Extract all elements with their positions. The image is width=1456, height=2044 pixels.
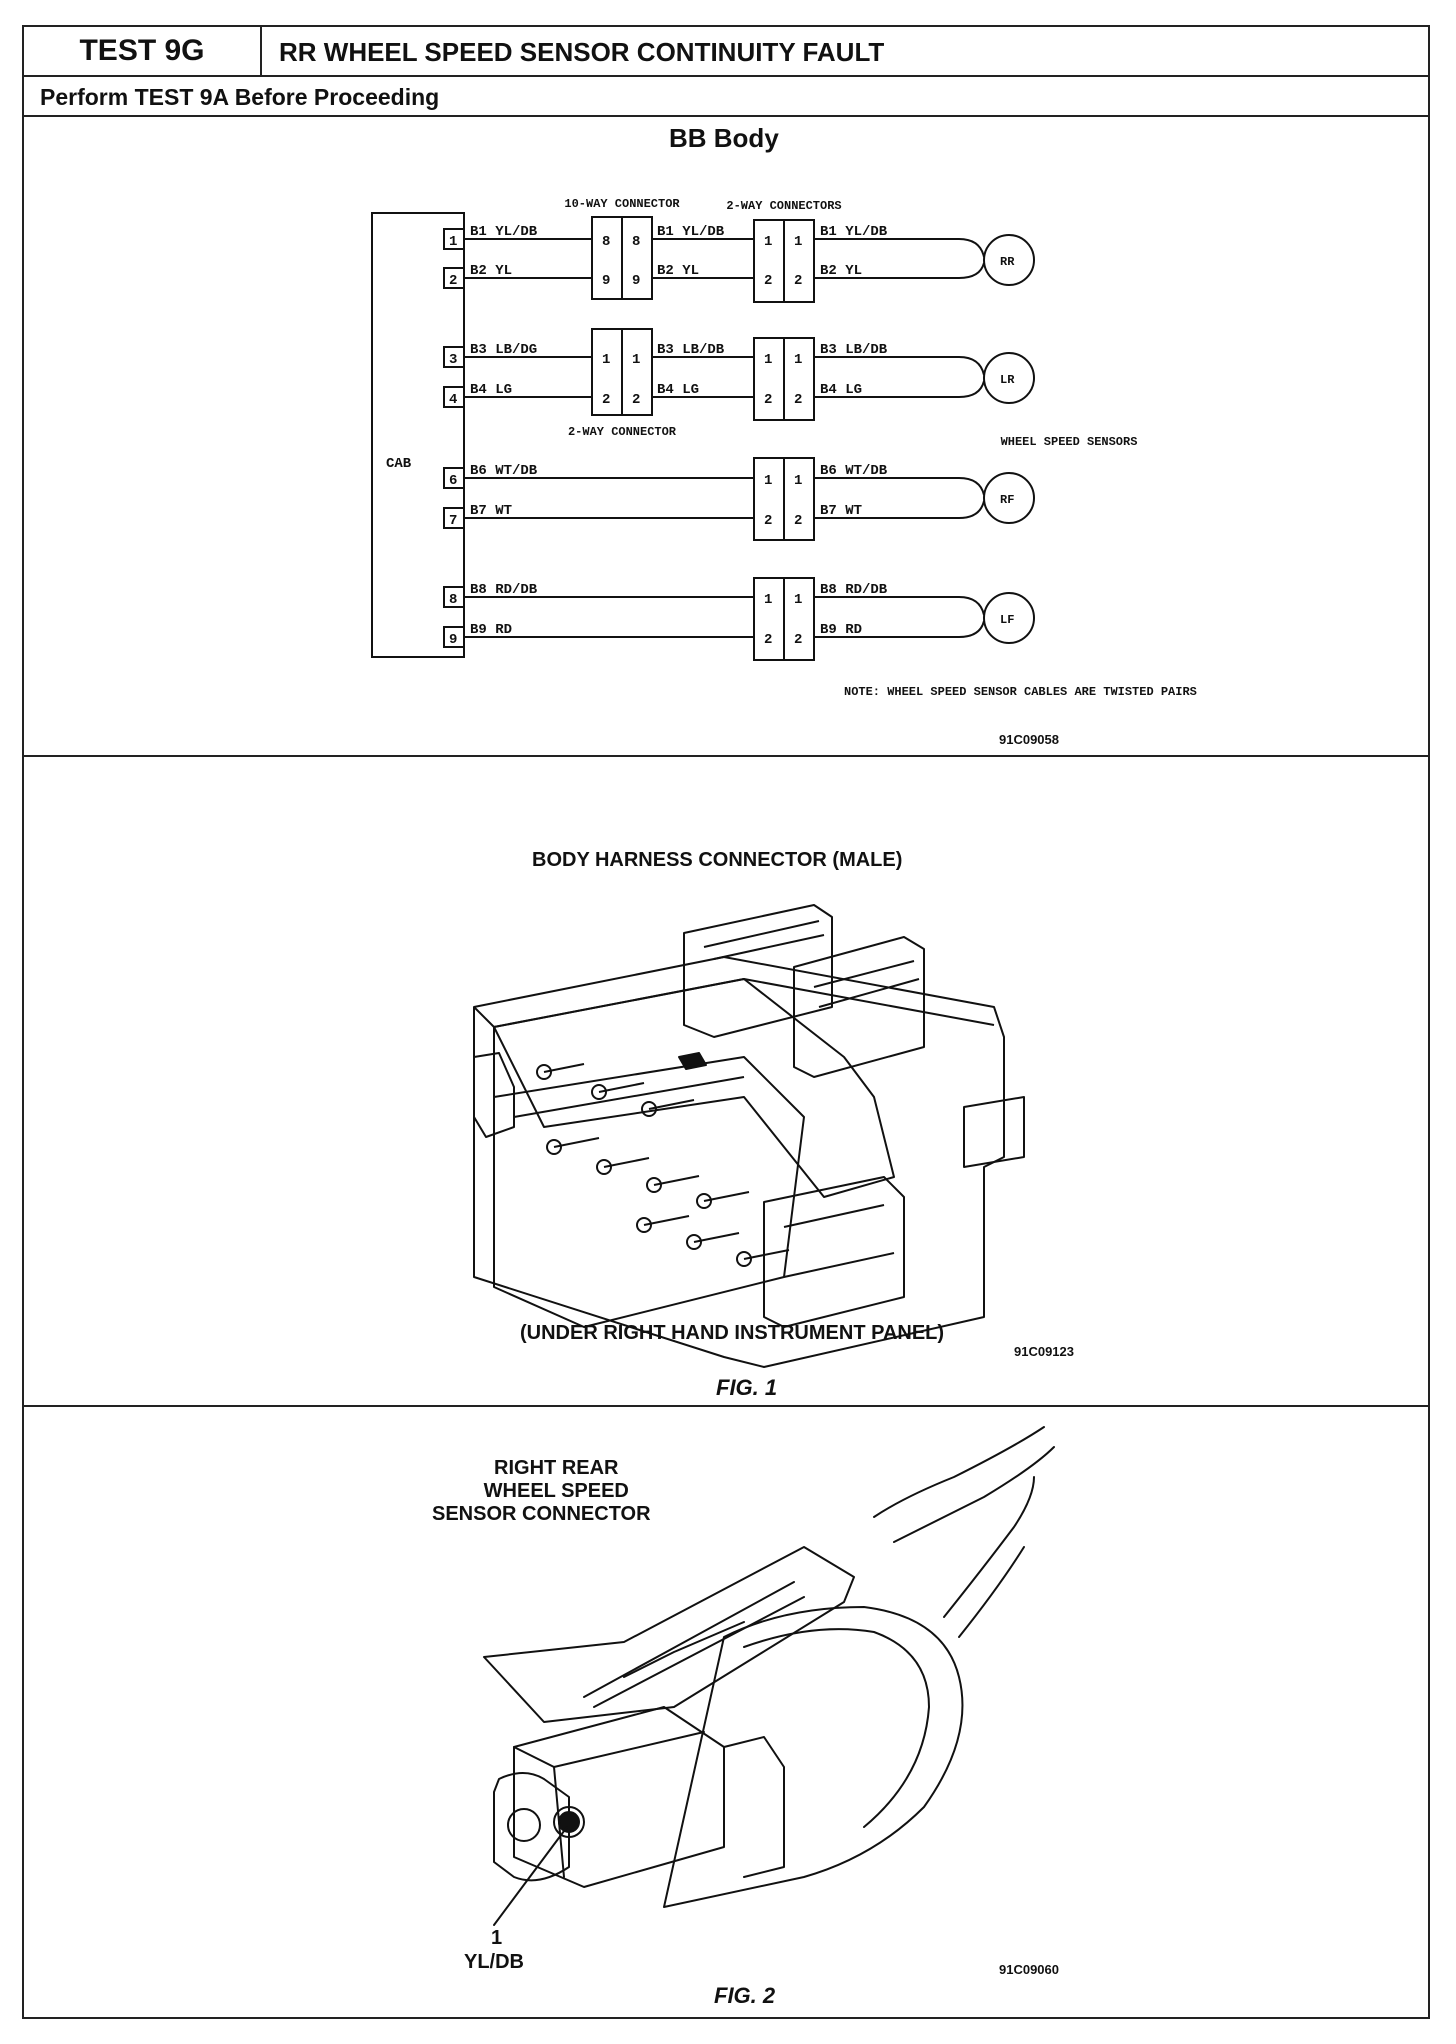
cab-pin: 3 bbox=[449, 352, 457, 368]
connector-pin: 1 bbox=[602, 352, 610, 368]
wire-label: B3 LB/DG bbox=[470, 342, 537, 358]
figure2-title: RIGHT REAR WHEEL SPEED SENSOR CONNECTOR bbox=[432, 1457, 651, 1526]
connector-pin: 2 bbox=[794, 273, 802, 289]
connector-pin: 1 bbox=[794, 592, 802, 608]
connector-pin: 1 bbox=[764, 234, 772, 250]
figure1-code: 91C09123 bbox=[1014, 1344, 1074, 1359]
wire-label: B7 WT bbox=[470, 503, 512, 519]
wire-label: B3 LB/DB bbox=[820, 342, 888, 358]
wire-label: B6 WT/DB bbox=[470, 463, 538, 479]
wiring-diagram-panel: 1 2 3 4 6 7 8 9 CAB B1 YL/DB B2 YL B3 LB… bbox=[24, 117, 1428, 757]
page-frame: TEST 9G RR WHEEL SPEED SENSOR CONTINUITY… bbox=[22, 25, 1430, 2019]
cab-pin: 6 bbox=[449, 473, 457, 489]
connector-pin: 9 bbox=[632, 273, 640, 289]
connector-pin: 1 bbox=[794, 473, 802, 489]
wire-label: B3 LB/DB bbox=[657, 342, 725, 358]
connector-pin: 2 bbox=[794, 513, 802, 529]
sensor-connector-illustration bbox=[483, 1426, 1055, 1926]
connector-pin: 1 bbox=[794, 234, 802, 250]
connector-pin: 9 bbox=[602, 273, 610, 289]
wire-label: B8 RD/DB bbox=[470, 582, 538, 598]
wire-label: B1 YL/DB bbox=[820, 224, 888, 240]
figure2-title-line2: WHEEL SPEED bbox=[483, 1480, 629, 1502]
diagram-code: 91C09058 bbox=[999, 732, 1059, 747]
wire-label: B4 LG bbox=[470, 382, 512, 398]
cab-pin: 8 bbox=[449, 592, 457, 608]
wiring-note: NOTE: WHEEL SPEED SENSOR CABLES ARE TWIS… bbox=[844, 685, 1197, 699]
connector-pin: 2 bbox=[764, 392, 772, 408]
test-prerequisite: Perform TEST 9A Before Proceeding bbox=[24, 77, 1428, 117]
figure1-title: BODY HARNESS CONNECTOR (MALE) bbox=[532, 849, 903, 871]
wire-label: B2 YL bbox=[470, 263, 512, 279]
test-id: TEST 9G bbox=[24, 27, 262, 75]
connector-pin: 1 bbox=[794, 352, 802, 368]
pin-wire-color: YL/DB bbox=[464, 1951, 524, 1973]
sensors-label: WHEEL SPEED SENSORS bbox=[1001, 435, 1138, 449]
connector-pin: 2 bbox=[632, 392, 640, 408]
wire-label: B4 LG bbox=[657, 382, 699, 398]
wire-label: B2 YL bbox=[657, 263, 699, 279]
header-bar: TEST 9G RR WHEEL SPEED SENSOR CONTINUITY… bbox=[24, 27, 1428, 77]
sensor-label: LR bbox=[1000, 373, 1015, 387]
connector-pin: 2 bbox=[602, 392, 610, 408]
figure2-code: 91C09060 bbox=[999, 1962, 1059, 1977]
wire-label: B1 YL/DB bbox=[470, 224, 538, 240]
connector-pin: 2 bbox=[794, 392, 802, 408]
wire-label: B6 WT/DB bbox=[820, 463, 888, 479]
test-title: RR WHEEL SPEED SENSOR CONTINUITY FAULT bbox=[279, 37, 885, 67]
wire-label: B9 RD bbox=[820, 622, 862, 638]
connector-10way-label: 10-WAY CONNECTOR bbox=[564, 197, 680, 211]
wire-label: B4 LG bbox=[820, 382, 862, 398]
cab-pin: 4 bbox=[449, 392, 457, 408]
connector-pin: 1 bbox=[632, 352, 640, 368]
cab-pin: 2 bbox=[449, 273, 457, 289]
connector-pin: 2 bbox=[764, 513, 772, 529]
wire-label: B7 WT bbox=[820, 503, 862, 519]
cab-pin: 1 bbox=[449, 234, 457, 250]
figure1-label: FIG. 1 bbox=[716, 1375, 778, 1400]
wire-label: B2 YL bbox=[820, 263, 862, 279]
connector-pin: 1 bbox=[764, 473, 772, 489]
figure1-caption: (UNDER RIGHT HAND INSTRUMENT PANEL) bbox=[520, 1322, 945, 1344]
connector-pin: 1 bbox=[764, 352, 772, 368]
connector-pin: 8 bbox=[602, 234, 610, 250]
figure1-panel: BODY HARNESS CONNECTOR (MALE) bbox=[24, 757, 1428, 1407]
wiring-diagram: 1 2 3 4 6 7 8 9 CAB B1 YL/DB B2 YL B3 LB… bbox=[371, 197, 1197, 699]
figure2-title-line3: SENSOR CONNECTOR bbox=[432, 1503, 651, 1525]
sensor-label: RR bbox=[1000, 255, 1015, 269]
pin-number: 1 bbox=[491, 1927, 503, 1949]
connector-2way-label: 2-WAY CONNECTORS bbox=[726, 199, 841, 213]
wire-label: B9 RD bbox=[470, 622, 512, 638]
cab-label: CAB bbox=[386, 456, 412, 472]
connector-pin: 2 bbox=[764, 273, 772, 289]
wire-label: B1 YL/DB bbox=[657, 224, 725, 240]
connector-pin: 8 bbox=[632, 234, 640, 250]
figure2-label: FIG. 2 bbox=[714, 1983, 776, 2008]
cab-pin: 9 bbox=[449, 632, 457, 648]
connector-pin: 2 bbox=[764, 632, 772, 648]
connector-pin: 2 bbox=[794, 632, 802, 648]
sensor-label: RF bbox=[1000, 493, 1014, 507]
figure2-panel: RIGHT REAR WHEEL SPEED SENSOR CONNECTOR bbox=[24, 1407, 1428, 2017]
figure2-title-line1: RIGHT REAR bbox=[494, 1457, 619, 1479]
cab-pin: 7 bbox=[449, 513, 457, 529]
wire-label: B8 RD/DB bbox=[820, 582, 888, 598]
connector-2way-mid-label: 2-WAY CONNECTOR bbox=[568, 425, 677, 439]
diagram-title: BB Body bbox=[669, 123, 779, 153]
harness-connector-illustration bbox=[473, 904, 1025, 1368]
connector-pin: 1 bbox=[764, 592, 772, 608]
sensor-label: LF bbox=[1000, 613, 1014, 627]
